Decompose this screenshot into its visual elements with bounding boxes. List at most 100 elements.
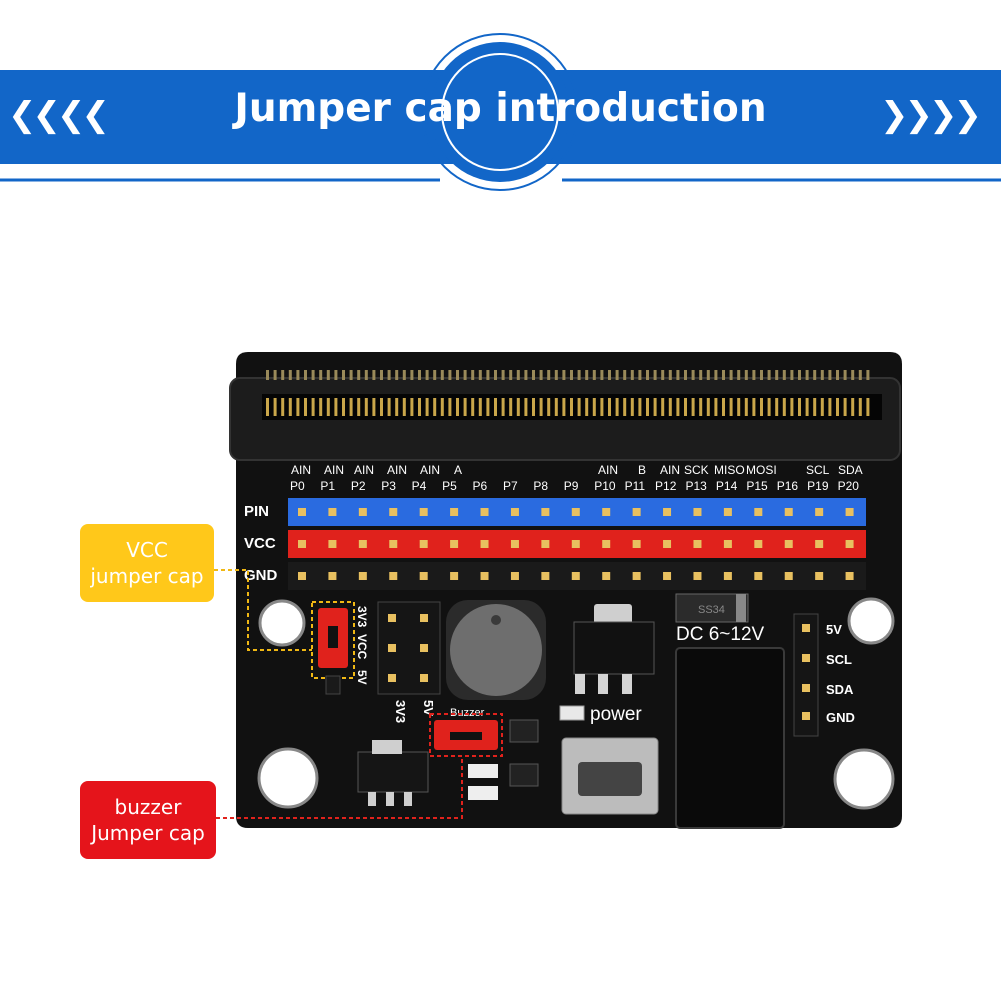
connector-pin [516, 370, 520, 380]
connector-pin [600, 398, 604, 416]
header-pin [480, 540, 489, 548]
connector-pin [266, 370, 269, 380]
header-pin [298, 508, 306, 516]
connector-pin [395, 398, 399, 416]
func-label: MOSI [746, 463, 777, 477]
banner-circle-ring [441, 53, 559, 171]
connector-pin [592, 398, 596, 416]
left-chevrons-icon: ❮❮❮❮ [8, 95, 110, 135]
connector-pin [782, 370, 786, 380]
banner-circle-ring-outer [421, 33, 579, 191]
side-pin [388, 614, 396, 622]
connector-pin [851, 398, 855, 416]
connector-pin [767, 370, 771, 380]
pin-label: P7 [503, 479, 518, 493]
pin-label: P4 [412, 479, 427, 493]
header-pin [450, 572, 459, 580]
connector-pin [805, 370, 809, 380]
transistor [509, 719, 539, 743]
connector-pin [478, 398, 482, 416]
connector-pin [342, 370, 345, 380]
connector-pin [858, 370, 862, 380]
buzzer-callout-line1: buzzer [114, 795, 182, 819]
connector-pin [387, 398, 391, 416]
connector-pin [699, 370, 703, 380]
header-pin [815, 540, 824, 548]
connector-pin [684, 370, 687, 380]
connector-pin [775, 398, 779, 416]
header-pin [541, 540, 550, 548]
func-label: AIN [354, 463, 374, 477]
connector-pin [570, 370, 573, 380]
i2c-label-scl: SCL [826, 652, 852, 667]
connector-pin [288, 398, 292, 416]
transistor [509, 763, 539, 787]
connector-pin [418, 370, 421, 380]
pin-label: P20 [838, 479, 860, 493]
side-pin [420, 644, 428, 652]
connector-pin [463, 398, 467, 416]
header-pin [389, 572, 398, 580]
connector-pin [744, 370, 748, 380]
header-pin [784, 572, 793, 580]
connector-pin [752, 398, 756, 416]
header-pin [815, 508, 824, 516]
connector-pin [456, 370, 459, 380]
buzzer-top [450, 604, 542, 696]
connector-pin [585, 398, 589, 416]
dc-jack [675, 647, 785, 829]
side-label-5v: 5V [421, 700, 436, 716]
connector-pin [311, 398, 315, 416]
buzzer-jumper-outline [429, 713, 503, 757]
pin-label: P3 [381, 479, 396, 493]
header-pin [815, 572, 824, 580]
connector-pin [494, 370, 497, 380]
connector-pin [630, 398, 634, 416]
connector-pin [547, 370, 551, 380]
side-pin [388, 674, 396, 682]
connector-pin [638, 398, 642, 416]
connector-pin [828, 398, 832, 416]
connector-pin [851, 370, 855, 380]
pin-label: P5 [442, 479, 457, 493]
connector-pin [440, 370, 444, 380]
header-pins [298, 508, 854, 580]
connector-pin [722, 370, 725, 380]
func-label: AIN [420, 463, 440, 477]
connector-pin [425, 370, 429, 380]
ldo-regulator [357, 751, 429, 793]
connector-pin [684, 398, 687, 416]
buzzer-callout-line2: Jumper cap [91, 821, 205, 845]
connector-pin [691, 370, 695, 380]
banner-circle [430, 42, 570, 182]
pin-label: P0 [290, 479, 305, 493]
header-pin [663, 540, 672, 548]
connector-pin [380, 398, 383, 416]
connector-pin [592, 370, 596, 380]
connector-pin [486, 370, 490, 380]
connector-pin [273, 370, 277, 380]
pin-label: P12 [655, 479, 677, 493]
header-pin [723, 540, 732, 548]
connector-pin [577, 370, 581, 380]
connector-pin [843, 370, 847, 380]
connector-pin [866, 370, 870, 380]
header-pin [510, 540, 519, 548]
header-pin [298, 572, 306, 580]
connector-pin [608, 370, 611, 380]
connector-pin [623, 398, 627, 416]
connector-pin [798, 398, 801, 416]
connector-pin [714, 398, 718, 416]
header-pin [602, 540, 611, 548]
side-pin [420, 614, 428, 622]
connector-pin [577, 398, 581, 416]
connector-pin [782, 398, 786, 416]
connector-pin [402, 398, 406, 416]
connector-pin [539, 398, 543, 416]
connector-pin [554, 370, 558, 380]
connector-pin [615, 370, 619, 380]
func-label: B [638, 463, 646, 477]
connector-pin [304, 398, 307, 416]
func-label: AIN [324, 463, 344, 477]
connector-pin [296, 370, 300, 380]
